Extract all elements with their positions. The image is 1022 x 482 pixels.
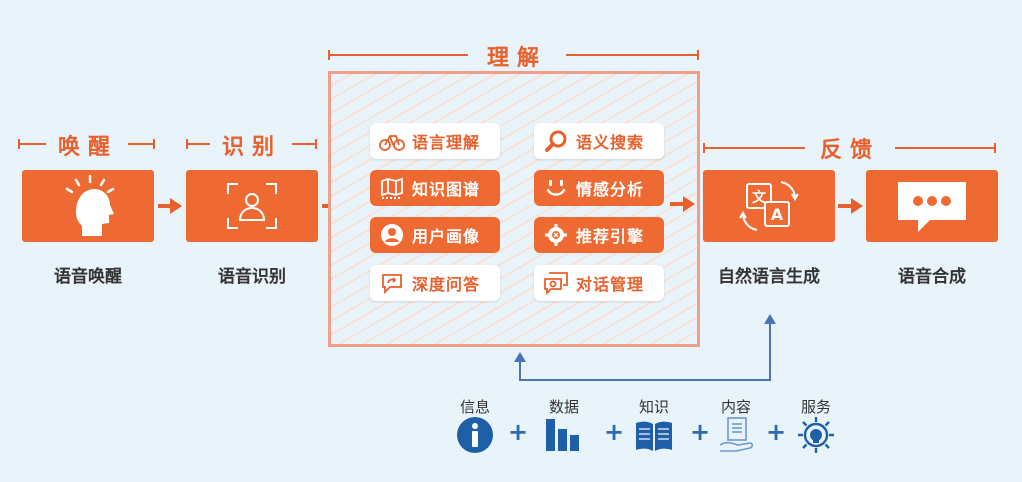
- bracket-line: [186, 143, 210, 145]
- chip-label: 用户画像: [412, 227, 481, 246]
- stage-wake-box: [22, 170, 154, 242]
- document-hand-icon: [719, 417, 754, 452]
- resource-label-content: 内容: [720, 398, 751, 416]
- chip-label: 知识图谱: [412, 180, 481, 199]
- bracket-line: [703, 147, 805, 149]
- stage-label-asr: 语音识别: [218, 267, 286, 287]
- smile-icon: [542, 174, 570, 202]
- chip-label: 情感分析: [576, 180, 645, 199]
- resource-label-knowledge: 知识: [638, 398, 669, 416]
- chip-label: 语义搜索: [576, 133, 645, 152]
- resource-label-service: 服务: [800, 398, 831, 416]
- chip-sentiment: 情感分析: [534, 170, 664, 206]
- gear-icon: [542, 221, 570, 249]
- arrow-head-icon: [683, 196, 695, 212]
- head-icon: [65, 174, 115, 236]
- arrow-head-icon: [170, 198, 182, 214]
- bracket-line: [895, 147, 995, 149]
- plus-sign: +: [690, 418, 711, 446]
- bracket-tick: [153, 139, 155, 149]
- chat-share-icon: [378, 269, 406, 297]
- bracket-line: [566, 54, 698, 56]
- stage-label-wake: 语音唤醒: [54, 267, 122, 287]
- search-icon: [542, 127, 570, 155]
- understanding-panel: [328, 71, 700, 347]
- chip-nlu: 语言理解: [370, 123, 500, 159]
- flow-arrow: [158, 204, 172, 208]
- bracket-tick: [315, 139, 317, 149]
- flow-arrow: [670, 202, 684, 206]
- chip-label: 对话管理: [576, 275, 645, 294]
- section-title-understand: 理解: [486, 46, 547, 71]
- bracket-line: [18, 143, 46, 145]
- stage-label-tts: 语音合成: [898, 267, 966, 287]
- bracket-tick: [994, 143, 996, 153]
- map-icon: [378, 174, 406, 202]
- chip-label: 语言理解: [412, 133, 481, 152]
- chip-label: 推荐引擎: [576, 227, 645, 246]
- chip-recommend: 推荐引擎: [534, 217, 664, 253]
- service-gear-icon: [798, 417, 834, 453]
- section-title-wake: 唤醒: [57, 135, 118, 160]
- resource-label-info: 信息: [459, 398, 490, 416]
- speech-bubble-icon: [898, 182, 966, 232]
- chip-kg: 知识图谱: [370, 170, 500, 206]
- section-title-feedback: 反馈: [819, 138, 880, 163]
- translate-icon: 文 A: [739, 181, 799, 231]
- stage-nlg-box: 文 A: [703, 170, 835, 242]
- book-icon: [636, 421, 672, 451]
- arrow-head-icon: [851, 198, 863, 214]
- plus-sign: +: [604, 418, 625, 446]
- bar-chart-icon: [546, 419, 579, 451]
- chip-label: 深度问答: [412, 275, 481, 294]
- svg-text:文: 文: [752, 189, 767, 206]
- flow-arrow: [838, 204, 852, 208]
- bracket-tick: [697, 50, 699, 60]
- svg-text:A: A: [771, 205, 784, 224]
- face-scan-icon: [227, 183, 277, 229]
- dialog-settings-icon: [542, 269, 570, 297]
- stage-asr-box: [186, 170, 318, 242]
- resource-label-data: 数据: [548, 398, 579, 416]
- chip-qa: 深度问答: [370, 265, 500, 301]
- bicycle-icon: [378, 127, 406, 155]
- stage-tts-box: [866, 170, 998, 242]
- bracket-line: [328, 54, 468, 56]
- chip-profile: 用户画像: [370, 217, 500, 253]
- info-icon: [457, 417, 493, 453]
- plus-sign: +: [766, 418, 787, 446]
- chip-dialog: 对话管理: [534, 265, 664, 301]
- section-title-recognize: 识别: [221, 135, 282, 160]
- stage-label-nlg: 自然语言生成: [718, 267, 820, 287]
- bracket-line: [128, 143, 154, 145]
- bracket-line: [292, 143, 316, 145]
- chip-search: 语义搜索: [534, 123, 664, 159]
- plus-sign: +: [508, 418, 529, 446]
- user-icon: [378, 221, 406, 249]
